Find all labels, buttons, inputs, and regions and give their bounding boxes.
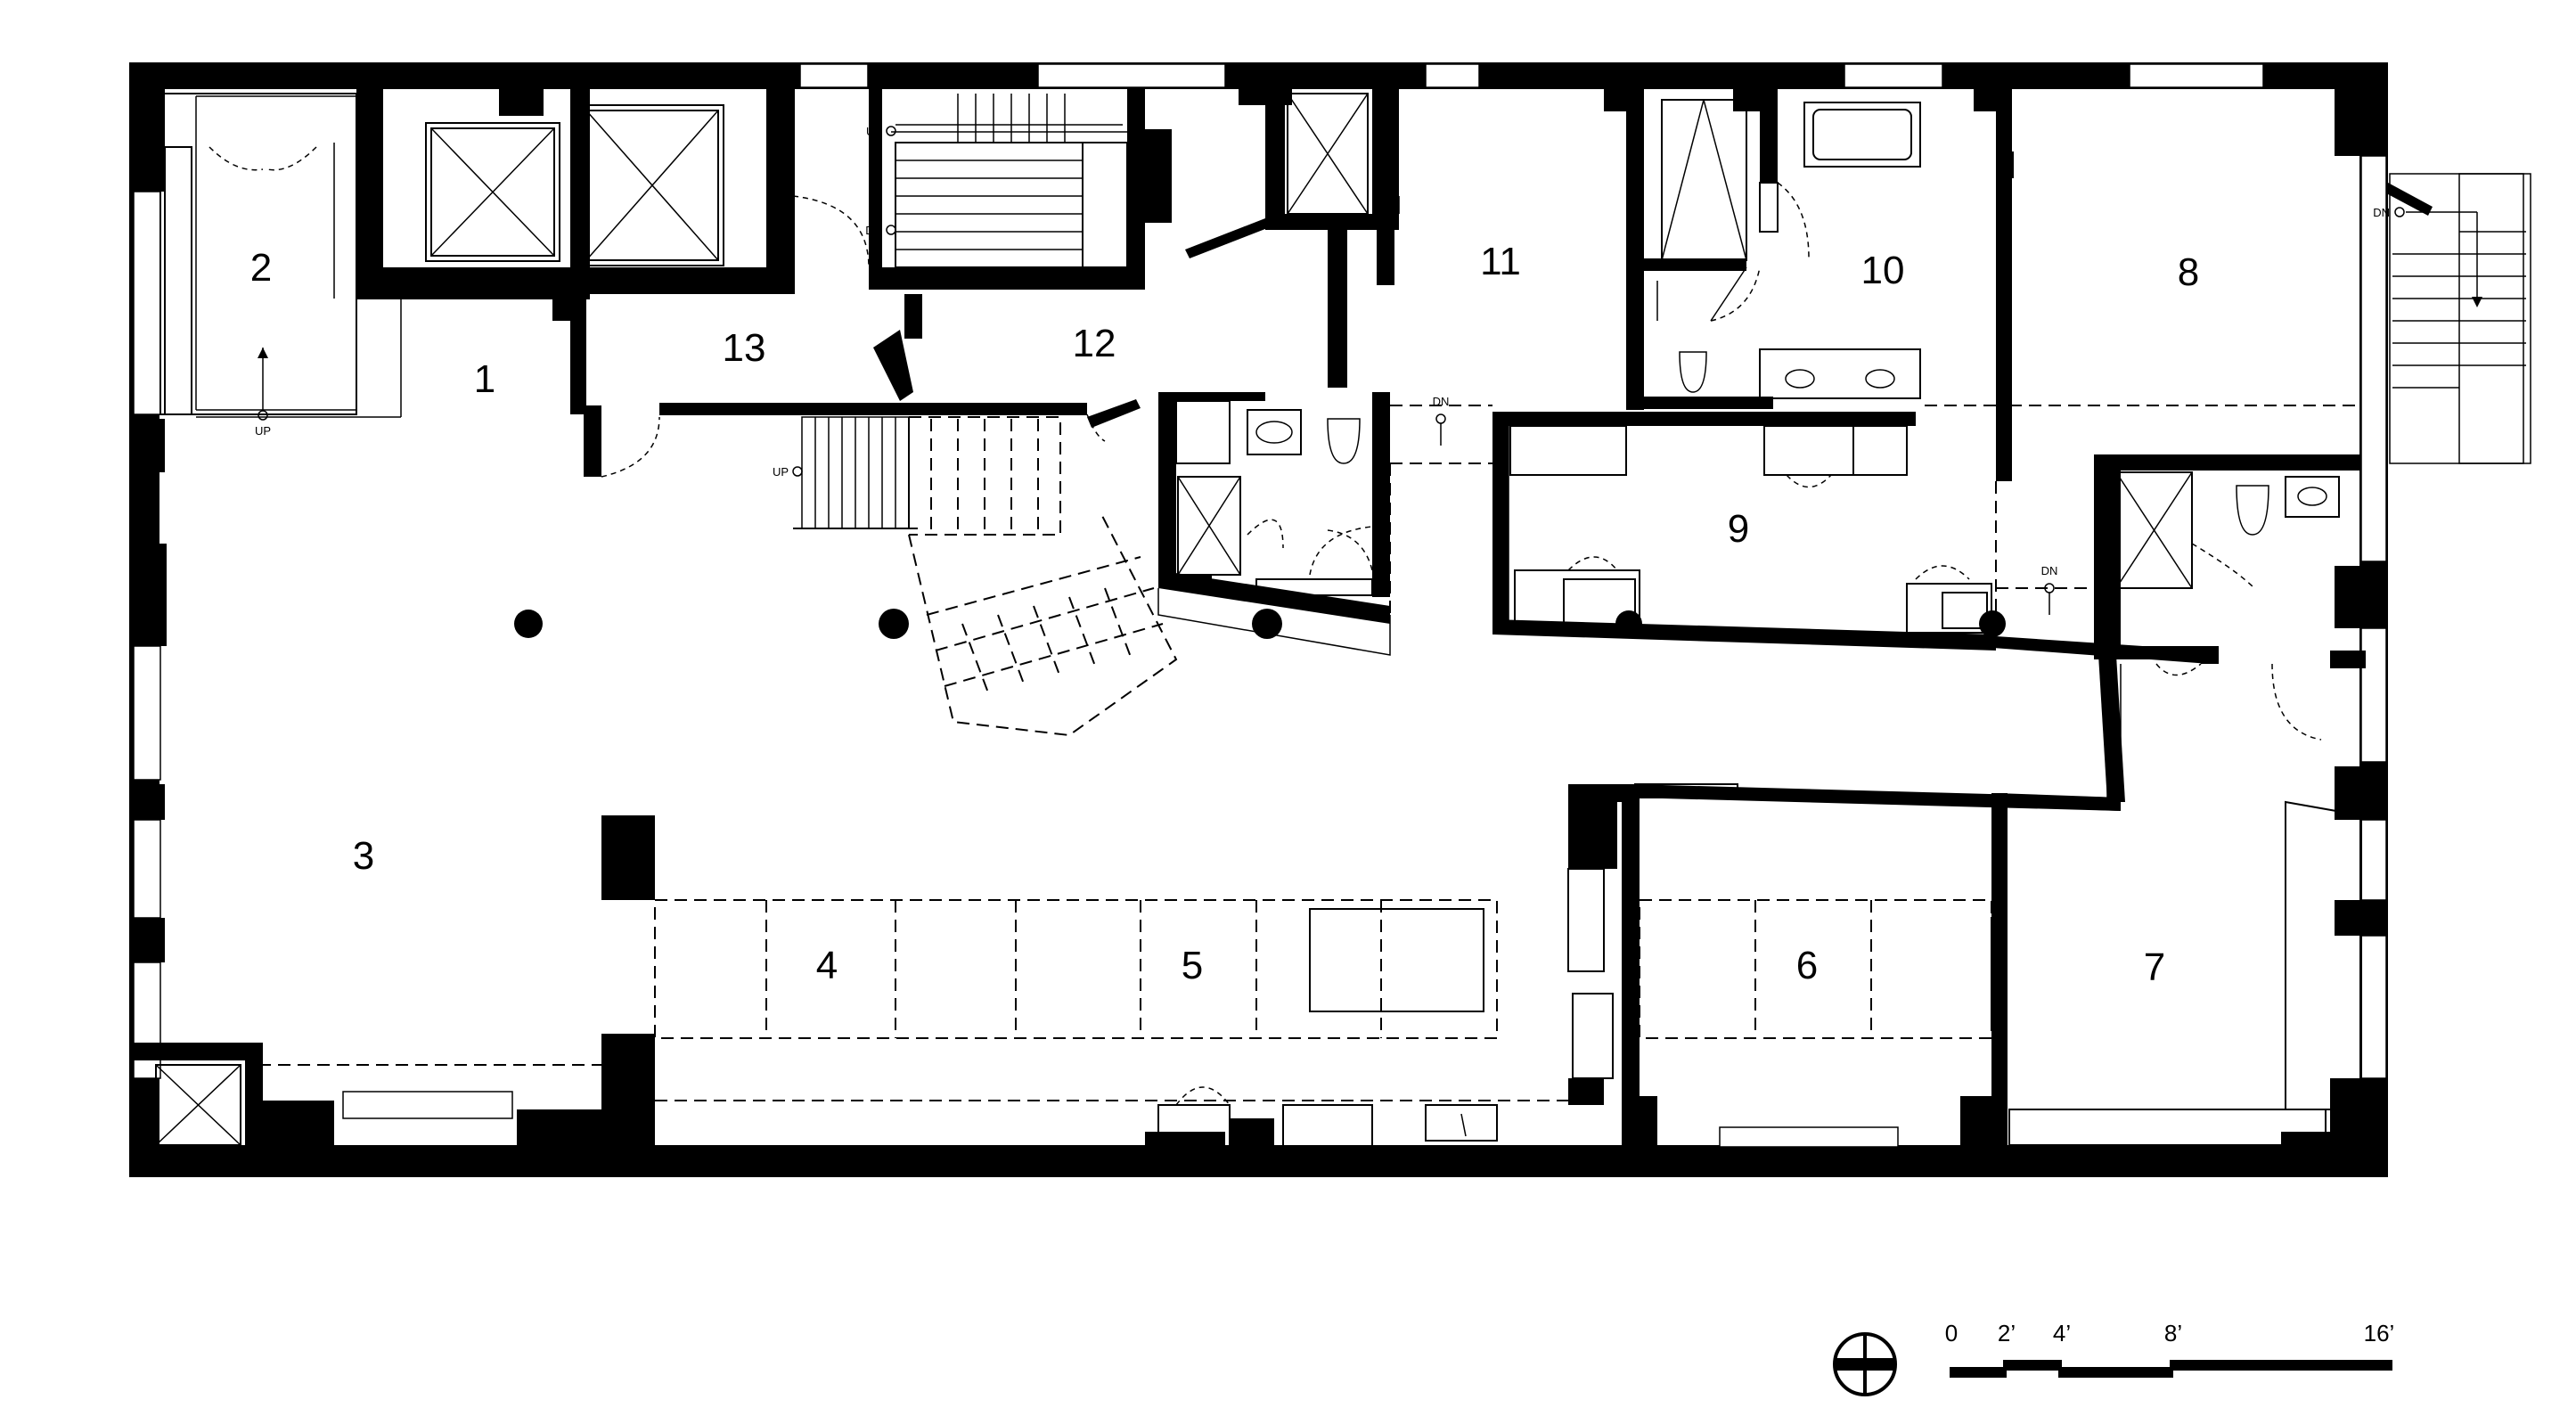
stair-main <box>793 416 1391 737</box>
north-arrow-icon <box>1833 1332 1897 1396</box>
ceiling-lines <box>1389 405 2361 624</box>
structural-columns <box>514 609 2006 639</box>
room-label-1: 1 <box>474 357 495 401</box>
scale-label-8: 8’ <box>2164 1320 2182 1346</box>
scale-label-4: 4’ <box>2053 1320 2071 1346</box>
area-4-5-tables <box>258 868 1614 1150</box>
stair-exterior <box>2388 173 2531 464</box>
scale-label-16: 16’ <box>2364 1320 2395 1346</box>
room-label-10: 10 <box>1861 249 1905 292</box>
stair-markers <box>792 126 2405 615</box>
room-label-13: 13 <box>723 326 766 370</box>
room-label-9: 9 <box>1728 507 1749 551</box>
room-label-5: 5 <box>1182 944 1203 987</box>
dn-label-corridor: DN <box>1433 395 1450 408</box>
windows <box>133 63 2387 1148</box>
scale-bar-seg-3 <box>2060 1367 2171 1378</box>
up-label-entry: UP <box>255 424 271 438</box>
scale-bar: 0 2’ 4’ 8’ 16’ <box>1945 1320 2395 1378</box>
stair-top <box>891 94 1128 268</box>
dn-label-bath: DN <box>2041 564 2058 577</box>
room-labels: 1 2 3 4 5 6 7 8 9 10 11 12 13 <box>250 240 2199 989</box>
bath-7 <box>2115 471 2340 741</box>
area-6-bed <box>1634 783 2006 1039</box>
interior-walls <box>129 89 2366 1150</box>
dn-label-exterior: DN <box>2373 206 2390 219</box>
room-label-11: 11 <box>1480 240 1521 283</box>
scale-bar-seg-4 <box>2171 1360 2392 1371</box>
elevator-shafts <box>155 93 1369 1146</box>
room-label-12: 12 <box>1073 322 1116 365</box>
room-label-4: 4 <box>816 944 838 987</box>
up-label-stair-top: UP <box>866 125 882 138</box>
bath-10 <box>1656 99 1921 399</box>
scale-bar-seg-1 <box>1950 1367 2005 1378</box>
scale-bar-seg-2 <box>2005 1360 2060 1371</box>
scale-label-0: 0 <box>1945 1320 1958 1346</box>
dn-label-stair-top: DN <box>865 224 882 237</box>
room-label-7: 7 <box>2144 945 2165 989</box>
room-label-8: 8 <box>2178 250 2199 294</box>
door-swings <box>601 195 1400 576</box>
stair-direction-labels: UP UP DN UP DN DN DN <box>255 125 2390 577</box>
room-label-3: 3 <box>353 834 374 878</box>
up-label-main: UP <box>773 465 789 479</box>
room-label-2: 2 <box>250 246 272 290</box>
room-9-cabinets <box>1508 425 1992 634</box>
scale-label-2: 2’ <box>1998 1320 2016 1346</box>
room-label-6: 6 <box>1796 944 1818 987</box>
area-7 <box>2008 664 2362 1146</box>
room-2-fixtures <box>159 93 402 421</box>
bath-9-left <box>1175 400 1373 596</box>
